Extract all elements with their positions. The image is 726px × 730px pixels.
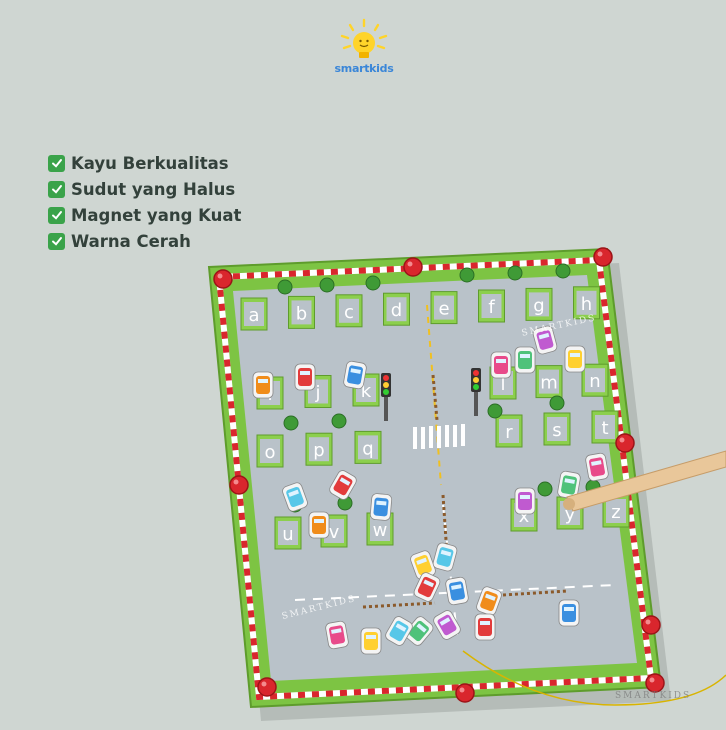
lot-letter: g [533, 295, 544, 316]
tree-icon [365, 275, 381, 291]
lot-letter: q [362, 438, 373, 459]
board-illustration: abcdefghijklmnopqrstuvwxyz [207, 247, 726, 721]
traffic-light-icon [471, 368, 481, 416]
lot-letter: n [589, 371, 600, 392]
peg-icon [593, 247, 613, 267]
car-icon[interactable] [412, 571, 441, 603]
feature-list: Kayu Berkualitas Sudut yang Halus Magnet… [48, 150, 241, 254]
tree-icon [537, 481, 553, 497]
car-icon[interactable] [557, 470, 581, 500]
car-icon[interactable] [384, 615, 414, 648]
lot-letter: f [488, 297, 495, 318]
feature-item: Kayu Berkualitas [48, 150, 241, 176]
lot-letter: r [505, 422, 513, 443]
lot-letter: p [313, 440, 324, 461]
lot-letter: k [361, 381, 372, 402]
lot-letter: d [391, 300, 402, 321]
tree-icon [487, 403, 503, 419]
car-icon[interactable] [558, 599, 580, 627]
lot-letter: b [296, 303, 307, 324]
feature-label: Sudut yang Halus [71, 179, 236, 199]
lot-letter: v [329, 522, 340, 543]
car-icon[interactable] [532, 325, 558, 355]
car-icon[interactable] [325, 620, 349, 650]
car-icon[interactable] [514, 487, 536, 515]
car-icon[interactable] [585, 452, 609, 482]
car-icon[interactable] [445, 576, 469, 606]
tree-icon [459, 267, 475, 283]
car-icon[interactable] [490, 351, 512, 379]
check-icon [48, 232, 65, 250]
lot-letter: a [248, 305, 259, 326]
lot-letter: c [344, 302, 354, 323]
car-icon[interactable] [432, 542, 458, 572]
tree-icon [319, 277, 335, 293]
brand-logo: smartkids [322, 18, 406, 80]
car-icon[interactable] [475, 585, 503, 616]
car-icon[interactable] [281, 481, 309, 512]
tree-icon [555, 263, 571, 279]
peg-icon [257, 677, 277, 697]
car-icon[interactable] [514, 346, 536, 374]
magnetic-pen-icon [462, 450, 726, 706]
feature-label: Warna Cerah [71, 231, 191, 251]
car-icon[interactable] [343, 360, 367, 390]
feature-label: Kayu Berkualitas [71, 153, 229, 173]
tree-icon [507, 265, 523, 281]
check-icon [48, 154, 65, 172]
car-icon[interactable] [432, 609, 462, 642]
lot-letter: l [500, 374, 505, 395]
peg-icon [645, 673, 665, 693]
traffic-light-icon [381, 373, 391, 421]
watermark: SMARTKIDS [615, 691, 692, 701]
lot-letter: x [519, 506, 530, 527]
tree-icon [331, 413, 347, 429]
lot-letter: w [373, 520, 388, 541]
lightbulb-logo-icon [340, 18, 388, 58]
feature-item: Sudut yang Halus [48, 176, 241, 202]
peg-icon [229, 475, 249, 495]
lot-letter: t [601, 418, 608, 439]
tree-icon [277, 279, 293, 295]
feature-item: Warna Cerah [48, 228, 241, 254]
lot-letter: s [552, 420, 561, 441]
lot-letter: y [565, 504, 576, 525]
check-icon [48, 206, 65, 224]
lot-letter: h [581, 294, 592, 315]
car-icon[interactable] [369, 493, 393, 521]
car-icon[interactable] [474, 613, 496, 641]
logo-text: smartkids [334, 62, 394, 75]
car-icon[interactable] [328, 469, 358, 502]
lot-letter: o [264, 442, 275, 463]
car-icon[interactable] [409, 549, 437, 580]
lot-letter: j [314, 383, 320, 404]
lot-letter: m [540, 373, 558, 394]
peg-icon [213, 269, 233, 289]
car-icon[interactable] [360, 627, 382, 655]
feature-label: Magnet yang Kuat [71, 205, 242, 225]
check-icon [48, 180, 65, 198]
car-icon[interactable] [294, 363, 316, 391]
lot-letter: e [438, 299, 449, 320]
peg-icon [403, 257, 423, 277]
peg-icon [641, 615, 661, 635]
peg-icon [615, 433, 635, 453]
lot-letter: u [282, 524, 293, 545]
car-icon[interactable] [403, 615, 435, 648]
feature-item: Magnet yang Kuat [48, 202, 241, 228]
car-icon[interactable] [252, 371, 274, 399]
tree-icon [283, 415, 299, 431]
parking-maze-board: abcdefghijklmnopqrstuvwxyz SMARTKIDS SMA… [195, 235, 726, 726]
car-icon[interactable] [564, 345, 586, 373]
car-icon[interactable] [308, 511, 330, 539]
peg-icon [455, 683, 475, 703]
lot-letter: z [611, 502, 620, 523]
tree-icon [549, 395, 565, 411]
